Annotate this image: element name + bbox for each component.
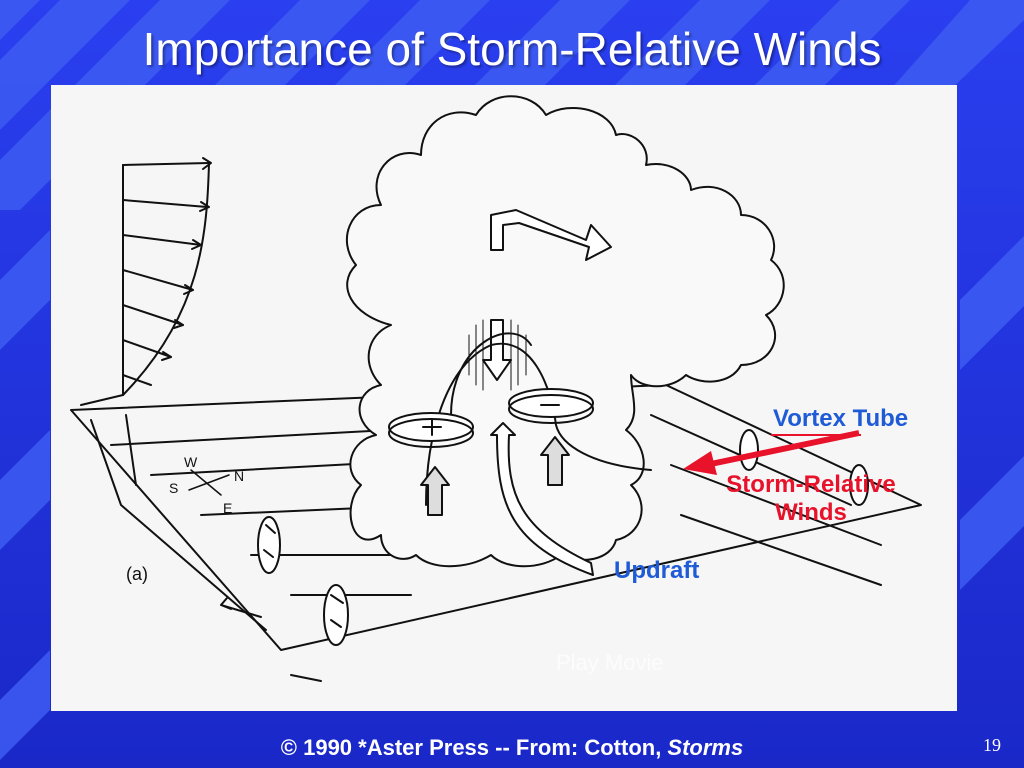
play-movie-link[interactable]: Play Movie [556, 650, 664, 675]
compass-rose [188, 469, 230, 496]
slide-title: Importance of Storm-Relative Winds [142, 23, 882, 75]
ground-vortex-ring-4 [849, 464, 869, 506]
compass-north: N [234, 468, 244, 484]
compass-west: W [184, 454, 198, 470]
footer-credit: © 1990 *Aster Press -- From: Cotton, Sto… [0, 735, 1024, 761]
updraft-arrow-right [540, 436, 570, 486]
label-storm-relative-line2: Winds [775, 499, 847, 526]
updraft-arrow-left [420, 466, 450, 516]
compass-south: S [169, 480, 178, 496]
outflow-arrow [490, 209, 612, 261]
updraft-tube [490, 422, 594, 576]
storm-cloud [346, 95, 785, 568]
label-vortex-tube: Vortex Tube [773, 405, 909, 432]
wind-profile [80, 157, 212, 406]
ground-vortex-ring-3 [739, 429, 759, 471]
slide-number: 19 [983, 735, 1001, 755]
footer-credit-title: Storms [667, 735, 744, 760]
storm-diagram: W N S E (a) [70, 95, 922, 682]
footer-credit-text: © 1990 *Aster Press -- From: Cotton, [280, 735, 668, 760]
rotation-ring-negative [508, 388, 594, 424]
label-updraft: Updraft [614, 557, 700, 584]
label-storm-relative-line1: Storm-Relative [726, 471, 896, 498]
ground-vortex-ring-2 [323, 584, 349, 646]
storm-relative-arrow [683, 430, 860, 475]
panel-label: (a) [126, 564, 148, 584]
storm-diagram-panel: W N S E (a) Vortex Tube Storm-Relative W… [51, 85, 957, 711]
rotation-ring-positive [388, 412, 474, 448]
label-storm-relative-winds: Storm-Relative Winds [706, 471, 916, 527]
ground-vortex-ring-1 [257, 516, 281, 574]
compass-east: E [223, 500, 232, 516]
